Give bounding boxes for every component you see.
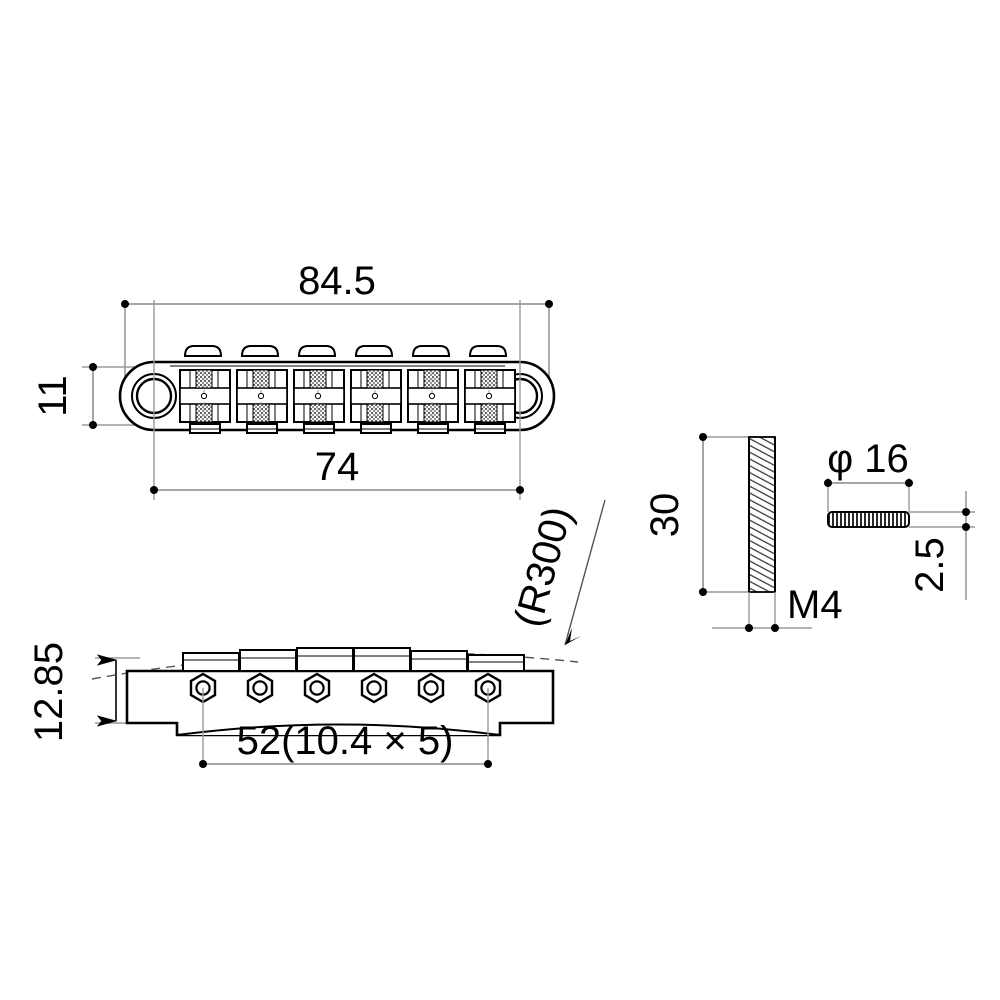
saddle: [236, 345, 288, 434]
side-saddle: [410, 650, 468, 672]
hex-nut: [246, 672, 274, 704]
knurled-thumbwheel: [827, 511, 910, 528]
dimension-height-label: 12.85: [27, 642, 71, 742]
dimension-overall-length: 84.5: [121, 259, 553, 382]
dimension-thread-size-label: M4: [787, 583, 843, 627]
saddle-group: [179, 345, 516, 434]
dimension-height: 12.85: [27, 642, 140, 742]
top-view: 84.5 11: [31, 259, 556, 500]
dimension-string-spacing: 52(10.4 × 5): [199, 719, 492, 768]
dimension-wheel-thickness: 2.5: [908, 491, 975, 600]
side-saddle-group: [182, 647, 525, 672]
hex-nut-group: [189, 672, 502, 704]
dimension-width-label: 11: [31, 375, 75, 417]
threaded-post: [748, 436, 776, 593]
post-view: 30 M4: [643, 433, 843, 632]
dimension-post-length: 30: [643, 433, 760, 596]
side-saddle: [182, 652, 240, 672]
saddle: [407, 345, 459, 434]
dimension-post-spacing-label: 74: [315, 445, 360, 489]
saddle: [179, 345, 231, 434]
dimension-post-length-label: 30: [643, 493, 687, 538]
side-saddle: [353, 647, 411, 672]
dimension-wheel-thickness-label: 2.5: [908, 537, 952, 593]
thumbwheel-view: φ 16 2.5: [824, 437, 975, 600]
side-saddle: [467, 654, 525, 672]
dimension-string-spacing-label: 52(10.4 × 5): [237, 719, 454, 763]
dimension-post-spacing: 74: [150, 445, 524, 494]
dimension-thread-size: M4: [712, 583, 843, 632]
dimension-wheel-diameter: φ 16: [824, 437, 913, 512]
side-saddle: [296, 647, 354, 672]
saddle: [293, 345, 345, 434]
radius-note-label: (R300): [506, 502, 580, 631]
dimension-wheel-diameter-label: φ 16: [827, 437, 909, 481]
side-view: 12.85: [27, 499, 606, 768]
hex-nut: [417, 672, 445, 704]
side-body-outline: [125, 669, 555, 737]
side-saddle: [239, 649, 297, 672]
radius-note: (R300): [506, 499, 606, 646]
dimension-overall-length-label: 84.5: [298, 259, 376, 303]
saddle: [350, 345, 402, 434]
saddle: [464, 345, 516, 434]
hex-nut: [303, 672, 331, 704]
hex-nut: [360, 672, 388, 704]
